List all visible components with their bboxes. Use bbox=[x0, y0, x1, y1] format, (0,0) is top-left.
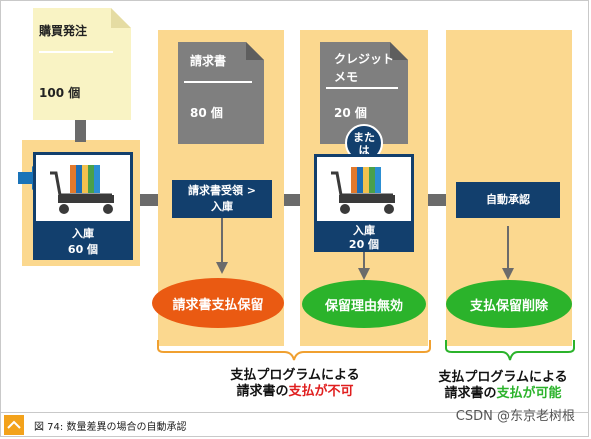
hold-reason-invalid-oval: 保留理由無効 bbox=[302, 280, 426, 328]
credit-memo-title-line2: メモ bbox=[334, 70, 359, 84]
note-possible-line1: 支払プログラムによる bbox=[438, 370, 568, 385]
receipt2-line2: 20 個 bbox=[348, 238, 380, 251]
caption-bar: 図 74: 数量差異の場合の自動承認 bbox=[0, 412, 589, 437]
receipt1-label: 入庫 60 個 bbox=[33, 224, 133, 260]
auto-approve-label: 自動承認 bbox=[486, 193, 530, 206]
invoice-qty: 80 個 bbox=[190, 106, 223, 120]
invoice-receipt-box: 請求書受領 > 入庫 bbox=[172, 180, 272, 218]
credit-memo-document: クレジット メモ 20 個 bbox=[320, 42, 408, 144]
note-not-possible-highlight: 支払が不可 bbox=[288, 384, 354, 399]
hold-reason-invalid-label: 保留理由無効 bbox=[324, 298, 403, 314]
green-brace bbox=[445, 340, 575, 361]
credit-memo-title-line1: クレジット bbox=[334, 52, 395, 66]
or-badge-line2: は bbox=[358, 144, 370, 157]
receipt2-cart-box bbox=[314, 154, 414, 224]
shopping-cart-icon bbox=[331, 167, 395, 214]
invoice-hold-oval: 請求書支払保留 bbox=[152, 278, 284, 328]
receipt1-line1: 入庫 bbox=[72, 227, 94, 240]
invoice-receipt-line1: 請求書受領 > bbox=[187, 184, 257, 197]
arrow-down-icon bbox=[358, 252, 370, 280]
purchase-order-qty: 100 個 bbox=[39, 86, 81, 100]
caption-text: 図 74: 数量差異の場合の自動承認 bbox=[34, 422, 187, 433]
arrow-down-icon bbox=[502, 226, 514, 280]
shopping-cart-icon bbox=[50, 165, 114, 214]
note-possible-line2: 請求書の支払が可能 bbox=[418, 386, 588, 402]
document-shape bbox=[320, 42, 408, 144]
receipt1-cart-box bbox=[33, 152, 133, 224]
receipt2-label: 入庫 20 個 bbox=[314, 224, 414, 252]
invoice-receipt-line2: 入庫 bbox=[211, 200, 233, 213]
receipt2-line1: 入庫 bbox=[353, 224, 375, 237]
connector-2 bbox=[284, 194, 300, 206]
document-shape bbox=[33, 8, 131, 120]
auto-approve-box: 自動承認 bbox=[456, 182, 560, 218]
payment-hold-delete-label: 支払保留削除 bbox=[469, 298, 548, 314]
invoice-hold-label: 請求書支払保留 bbox=[172, 297, 264, 313]
note-not-possible-prefix: 請求書の bbox=[236, 384, 289, 399]
arrow-down-icon bbox=[216, 218, 228, 274]
payment-hold-delete-oval: 支払保留削除 bbox=[446, 280, 572, 328]
note-payment-not-possible: 支払プログラムによる 請求書の支払が不可 bbox=[200, 368, 390, 400]
invoice-title: 請求書 bbox=[190, 54, 227, 68]
connector-3 bbox=[428, 194, 446, 206]
purchase-order-document: 購買発注 100 個 bbox=[33, 8, 131, 120]
connector-po-to-receipt bbox=[75, 120, 86, 142]
note-payment-possible: 支払プログラムによる 請求書の支払が可能 bbox=[418, 370, 588, 402]
note-not-possible-line2: 請求書の支払が不可 bbox=[200, 384, 390, 400]
note-possible-prefix: 請求書の bbox=[444, 386, 497, 401]
note-possible-highlight: 支払が可能 bbox=[496, 386, 562, 401]
note-not-possible-line1: 支払プログラムによる bbox=[230, 368, 360, 383]
credit-memo-qty: 20 個 bbox=[334, 106, 367, 120]
document-shape bbox=[178, 42, 264, 144]
receipt1-line2: 60 個 bbox=[67, 243, 99, 256]
orange-brace bbox=[157, 340, 431, 361]
watermark: CSDN @东京老树根 bbox=[455, 409, 575, 424]
purchase-order-title: 購買発注 bbox=[39, 24, 88, 38]
chevron-up-icon[interactable] bbox=[4, 415, 24, 435]
connector-1 bbox=[140, 194, 158, 206]
or-badge-line1: また bbox=[353, 131, 375, 144]
invoice-document: 請求書 80 個 bbox=[178, 42, 264, 144]
